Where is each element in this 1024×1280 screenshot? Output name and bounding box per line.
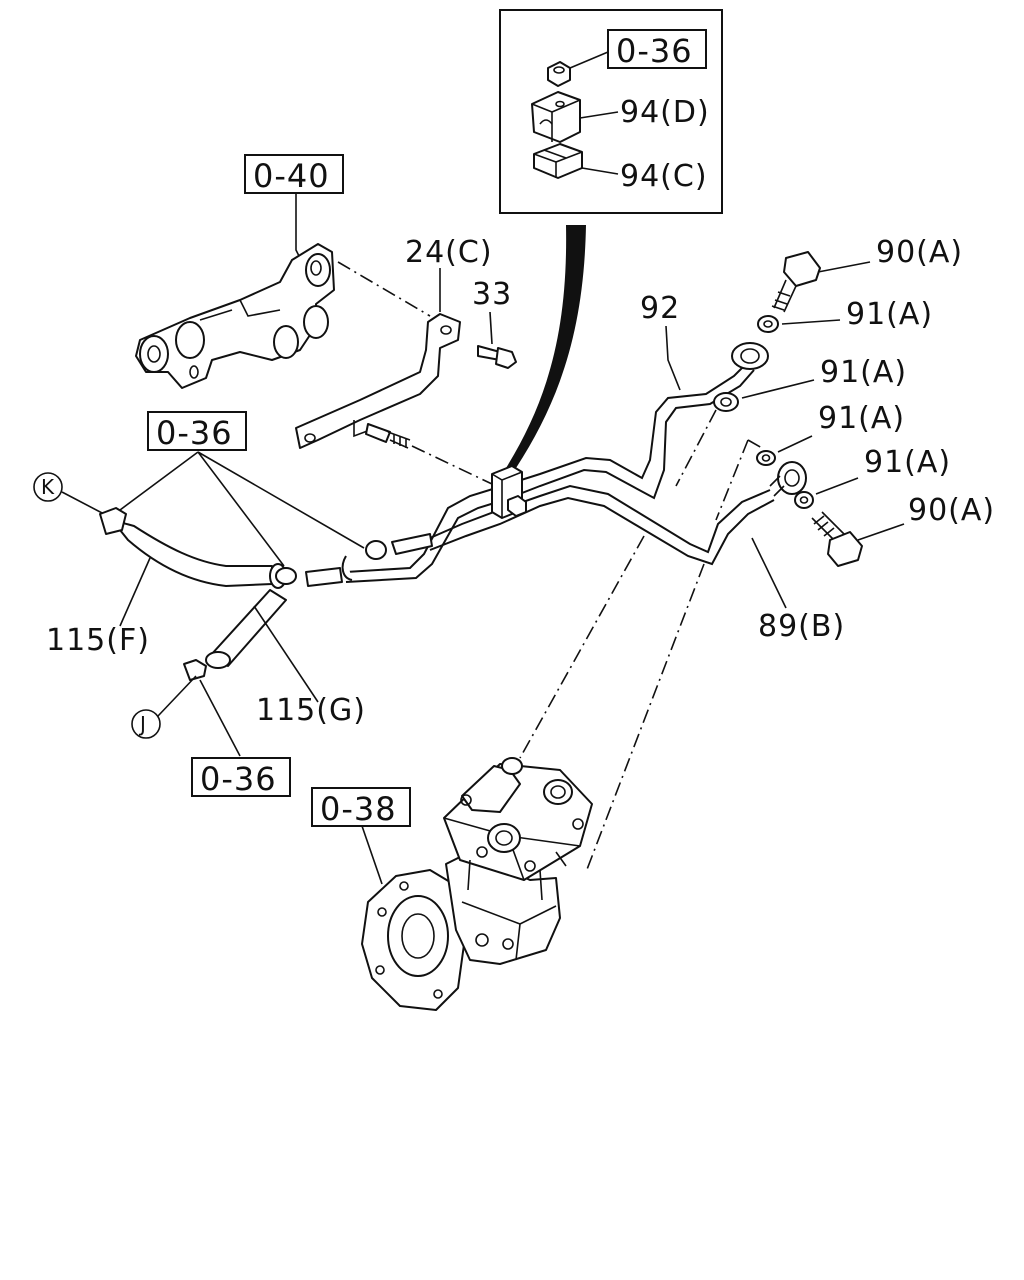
- washer-91a-2: [713, 392, 739, 412]
- ref-0-36-left: 0-36: [156, 414, 233, 452]
- banjo-bolt-90a-upper: [771, 251, 821, 313]
- label-91a-2: 91(A): [820, 355, 907, 390]
- label-92: 92: [640, 291, 680, 326]
- label-90a-bottom: 90(A): [908, 493, 995, 528]
- clamp-94d: [531, 91, 581, 143]
- ref-box-0-36-bottom: [191, 757, 291, 797]
- circle-j: [131, 709, 161, 739]
- circle-j-label: J: [138, 712, 146, 736]
- inset-clamp-detail: 0-36 94(D) 94(C): [499, 9, 723, 214]
- pipe-routing: [345, 342, 807, 583]
- circle-k-label: K: [41, 475, 55, 499]
- banjo-eye-lower: [777, 461, 807, 495]
- inset-pointer-arrow: [506, 225, 586, 468]
- clamp-nut: [547, 61, 571, 87]
- ref-box-0-36-inset: [607, 29, 707, 69]
- label-24c: 24(C): [405, 235, 493, 270]
- label-90a-top: 90(A): [876, 235, 963, 270]
- hose-clamp-junction: [275, 567, 297, 585]
- label-115g: 115(G): [256, 693, 366, 728]
- banjo-eye-upper: [731, 342, 769, 370]
- label-115f: 115(F): [46, 623, 150, 658]
- ref-0-40: 0-40: [253, 157, 330, 195]
- label-91a-3: 91(A): [818, 401, 905, 436]
- label-94c: 94(C): [620, 159, 708, 194]
- pipe-clamp-block: [491, 465, 527, 519]
- ref-0-36-bottom: 0-36: [200, 760, 277, 798]
- hose-clamp-right: [365, 540, 387, 560]
- inset-frame: [499, 9, 723, 214]
- air-compressor: [361, 757, 593, 1011]
- label-94d: 94(D): [620, 95, 710, 130]
- mount-bracket: 0-40: [135, 154, 344, 389]
- bolt-33: 33: [472, 277, 517, 369]
- ref-box-0-40: [244, 154, 344, 194]
- label-91a-4: 91(A): [864, 445, 951, 480]
- ref-0-38: 0-38: [320, 790, 397, 828]
- washer-91a-4: [794, 491, 814, 509]
- banjo-bolt-90a-lower: [811, 511, 863, 567]
- label-91a-1: 91(A): [846, 297, 933, 332]
- stud-bolt: [365, 423, 411, 449]
- hose-115g: [183, 589, 287, 681]
- hose-clamp-c: [341, 555, 353, 581]
- circle-k: [33, 472, 63, 502]
- ref-box-0-36-left: [147, 411, 247, 451]
- label-89b: 89(B): [758, 609, 845, 644]
- washer-91a-1: [757, 315, 779, 333]
- plate-24c: 24(C): [295, 235, 493, 449]
- washer-91a-3: [756, 450, 776, 466]
- label-33: 33: [472, 277, 512, 312]
- ref-box-0-38: [311, 787, 411, 827]
- hose-115f: [99, 507, 287, 589]
- clamp-94c: [533, 143, 583, 179]
- ref-0-36-inset: 0-36: [616, 32, 693, 70]
